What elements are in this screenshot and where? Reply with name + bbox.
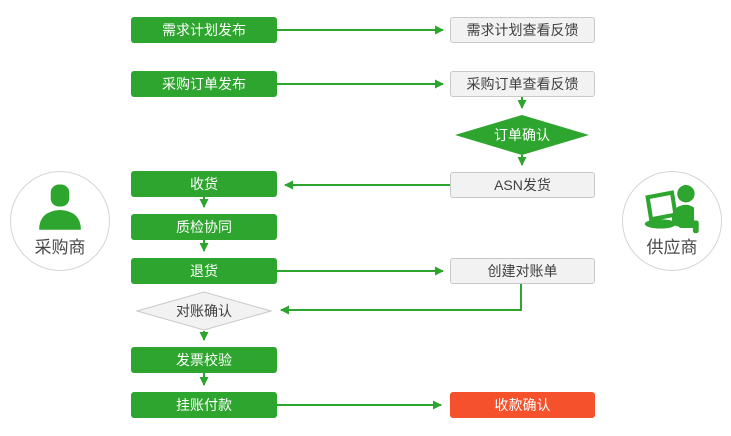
actor-label: 供应商 [646,238,698,257]
actor-buyer: 采购商 [10,171,110,271]
diamond-label: 对账确认 [176,303,232,319]
node-order-confirm-diamond: 订单确认 [455,115,589,155]
person-icon [11,181,109,239]
node-po-feedback: 采购订单查看反馈 [450,71,595,97]
node-asn-ship: ASN发货 [450,172,595,198]
diamond-label: 订单确认 [494,127,550,143]
actor-supplier: 供应商 [622,171,722,271]
node-quality-check: 质检协同 [131,214,277,240]
diamond-shape [136,291,272,331]
node-receive: 收货 [131,171,277,197]
node-po-publish: 采购订单发布 [131,71,277,97]
node-statement-confirm-diamond: 对账确认 [136,291,272,331]
actor-label: 采购商 [34,238,86,257]
person-laptop-icon [623,181,721,239]
node-demand-plan-feedback: 需求计划查看反馈 [450,17,595,43]
node-create-statement: 创建对账单 [450,258,595,284]
diamond-shape [455,115,589,155]
node-return-goods: 退货 [131,258,277,284]
node-receipt-confirm: 收款确认 [450,392,595,418]
node-demand-plan-publish: 需求计划发布 [131,17,277,43]
node-payment: 挂账付款 [131,392,277,418]
node-invoice-verify: 发票校验 [131,347,277,373]
